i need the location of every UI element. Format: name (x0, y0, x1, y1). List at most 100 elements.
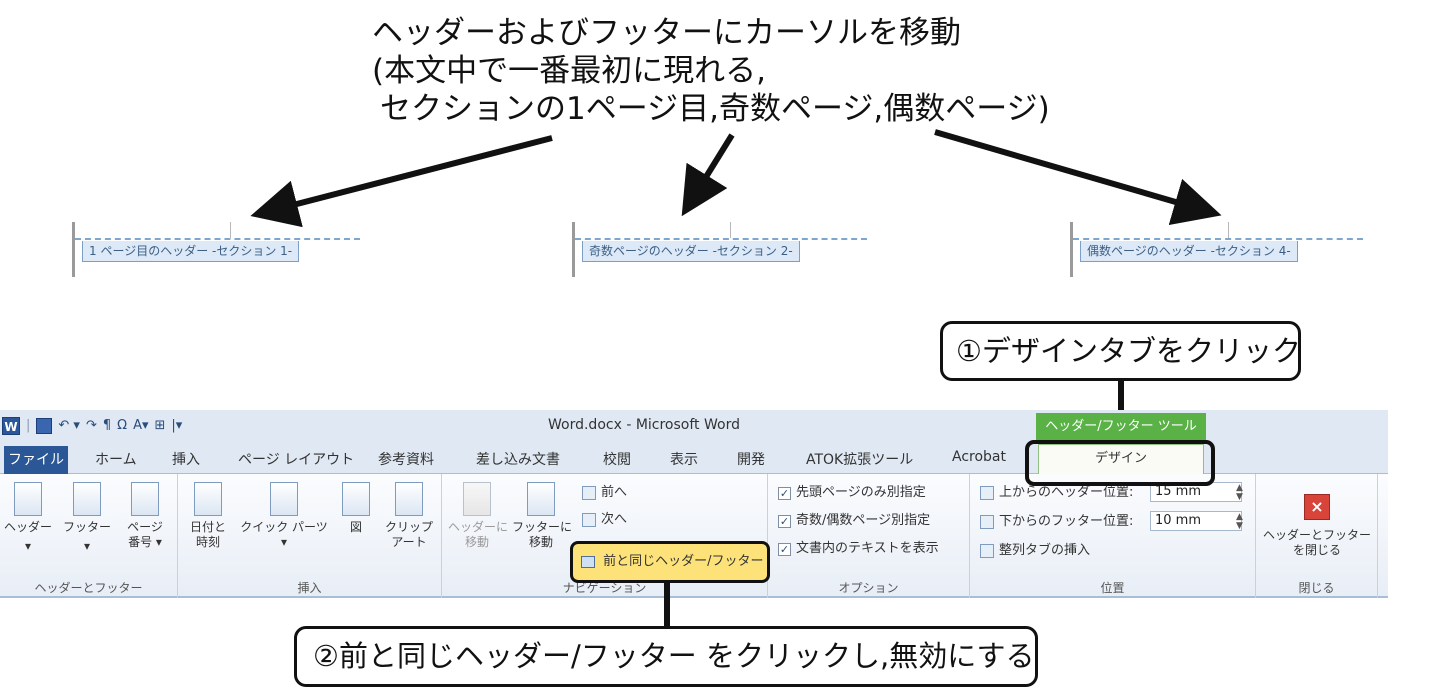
go-to-header-icon (463, 482, 491, 516)
group-header-footer: ヘッダー ▾ フッター ▾ ページ 番号 ▾ ヘッダーとフッター (0, 474, 178, 598)
different-first-page-option[interactable]: ✓ 先頭ページのみ別指定 (778, 484, 926, 502)
tab-atok[interactable]: ATOK拡張ツール (806, 452, 914, 468)
odd-page-header-sample: 奇数ページのヘッダー -セクション 2- (572, 222, 870, 277)
margin-bar (572, 222, 575, 277)
footer-position-icon (980, 515, 994, 529)
clip-art-button[interactable]: クリップ アート (382, 482, 436, 550)
margin-bar (1070, 222, 1073, 277)
tab-file[interactable]: ファイル (4, 446, 68, 474)
group-close: × ヘッダーとフッター を閉じる 閉じる (1256, 474, 1378, 598)
paragraph-mark-icon[interactable]: ¶ (102, 418, 112, 433)
customize-qat-icon[interactable]: |▾ (171, 418, 183, 433)
group-label: 閉じる (1298, 581, 1335, 595)
title-bar: W | ↶ ▾ ↷ ¶ Ω A▾ ⊞ |▾ Word.docx - Micros… (0, 410, 1388, 442)
header-position-icon (980, 486, 994, 500)
footer-from-bottom-label: 下からのフッター位置: (999, 514, 1134, 529)
contextual-tab-header: ヘッダー/フッター ツール (1036, 413, 1206, 440)
margin-bar (72, 222, 75, 277)
symbol-icon[interactable]: Ω (117, 418, 128, 433)
footer-position-input[interactable]: 10 mm (1150, 511, 1242, 531)
next-button[interactable]: 次へ (582, 511, 627, 529)
tab-references[interactable]: 参考資料 (378, 452, 434, 468)
date-time-button[interactable]: 日付と 時刻 (184, 482, 232, 550)
footer-button[interactable]: フッター ▾ (62, 482, 112, 554)
close-header-footer-button[interactable]: × ヘッダーとフッター を閉じる (1260, 494, 1374, 558)
tab-review[interactable]: 校閲 (603, 452, 631, 468)
spin-down-icon[interactable]: ▼ (1236, 521, 1243, 531)
tab-view[interactable]: 表示 (670, 452, 698, 468)
group-label: ヘッダーとフッター (34, 581, 143, 595)
tab-acrobat[interactable]: Acrobat (952, 449, 1006, 465)
go-to-footer-button[interactable]: フッターに 移動 (512, 482, 572, 550)
tab-design[interactable]: デザイン (1038, 444, 1204, 475)
step1-callout: ①デザインタブをクリック (940, 321, 1301, 381)
header-position-input[interactable]: 15 mm (1150, 482, 1242, 502)
close-label-2: を閉じる (1292, 543, 1341, 557)
arrow-to-odd-page (681, 133, 735, 217)
tab-developer[interactable]: 開発 (737, 452, 765, 468)
show-document-text-option[interactable]: ✓ 文書内のテキストを表示 (778, 540, 939, 558)
header-tag-label: 1 ページ目のヘッダー -セクション 1- (82, 241, 300, 262)
tab-insert[interactable]: 挿入 (172, 452, 200, 468)
previous-button[interactable]: 前へ (582, 484, 627, 502)
window-title: Word.docx - Microsoft Word (548, 417, 740, 433)
different-odd-even-option[interactable]: ✓ 奇数/偶数ページ別指定 (778, 512, 930, 530)
undo-icon[interactable]: ↶ ▾ (58, 418, 80, 433)
calendar-icon (194, 482, 222, 516)
link-to-previous-label: 前と同じヘッダー/フッター (603, 554, 764, 569)
header-button[interactable]: ヘッダー ▾ (4, 482, 52, 554)
word-logo-icon[interactable]: W (2, 417, 20, 435)
quick-access-toolbar: W | ↶ ▾ ↷ ¶ Ω A▾ ⊞ |▾ (2, 416, 182, 436)
different-first-page-label: 先頭ページのみ別指定 (796, 485, 926, 500)
date-time-label-1: 日付と (189, 520, 226, 534)
design-tab-highlight (1025, 440, 1215, 486)
go-to-footer-icon (527, 482, 555, 516)
clip-art-label-1: クリップ (384, 520, 433, 534)
insert-textbox-icon[interactable]: ⊞ (154, 418, 166, 433)
close-label-1: ヘッダーとフッター (1262, 528, 1371, 542)
insert-alignment-tab-button[interactable]: 整列タブの挿入 (980, 542, 1090, 560)
tab-mailings[interactable]: 差し込み文書 (476, 452, 560, 468)
qat-separator: | (26, 418, 31, 433)
spin-up-icon[interactable]: ▲ (1236, 483, 1243, 493)
text-effects-icon[interactable]: A▾ (133, 418, 149, 433)
group-label: 挿入 (297, 581, 322, 595)
checkbox-checked-icon[interactable]: ✓ (778, 542, 791, 556)
footer-dropdown-icon: ▾ (83, 539, 91, 553)
quick-parts-button[interactable]: クイック パーツ ▾ (238, 482, 330, 550)
link-to-previous-button[interactable]: 前と同じヘッダー/フッター (570, 541, 770, 583)
spin-up-icon[interactable]: ▲ (1236, 512, 1243, 522)
spin-down-icon[interactable]: ▼ (1236, 492, 1243, 502)
picture-button[interactable]: 図 (338, 482, 374, 535)
close-icon: × (1304, 494, 1330, 520)
link-to-previous-icon (581, 555, 595, 568)
redo-icon[interactable]: ↷ (85, 418, 97, 433)
group-label: オプション (838, 581, 899, 595)
group-label: ナビゲーション (562, 581, 647, 595)
different-odd-even-label: 奇数/偶数ページ別指定 (796, 513, 931, 528)
arrow-to-first-page (250, 135, 553, 228)
previous-icon (582, 486, 596, 500)
header-boundary (75, 238, 360, 240)
next-label: 次へ (601, 512, 628, 527)
go-to-header-button[interactable]: ヘッダーに 移動 (448, 482, 508, 550)
instruction-caption: ヘッダーおよびフッターにカーソルを移動 (本文中で一番最初に現れる, セクション… (372, 14, 1050, 128)
header-button-label: ヘッダー (4, 520, 53, 534)
picture-icon (342, 482, 370, 516)
tab-page-layout[interactable]: ページ レイアウト (238, 452, 355, 468)
picture-label: 図 (349, 520, 362, 534)
footer-from-bottom-row: 下からのフッター位置: (980, 513, 1133, 531)
group-label: 位置 (1100, 581, 1125, 595)
page-number-button[interactable]: ページ 番号 ▾ (118, 482, 172, 550)
ribbon-tabs: ファイル ホーム 挿入 ページ レイアウト 参考資料 差し込み文書 校閲 表示 … (0, 442, 1388, 475)
ruler-tick (230, 222, 231, 238)
step2-connector (664, 582, 670, 628)
checkbox-checked-icon[interactable]: ✓ (778, 514, 791, 528)
even-page-header-sample: 偶数ページのヘッダー -セクション 4- (1070, 222, 1365, 277)
group-position: 上からのヘッダー位置: 15 mm ▲ ▼ 下からのフッター位置: 10 mm … (970, 474, 1256, 598)
tab-home[interactable]: ホーム (95, 452, 137, 468)
caption-line-2: (本文中で一番最初に現れる, (372, 53, 766, 89)
checkbox-checked-icon[interactable]: ✓ (778, 486, 791, 500)
save-icon[interactable] (36, 418, 53, 434)
next-icon (582, 513, 596, 527)
